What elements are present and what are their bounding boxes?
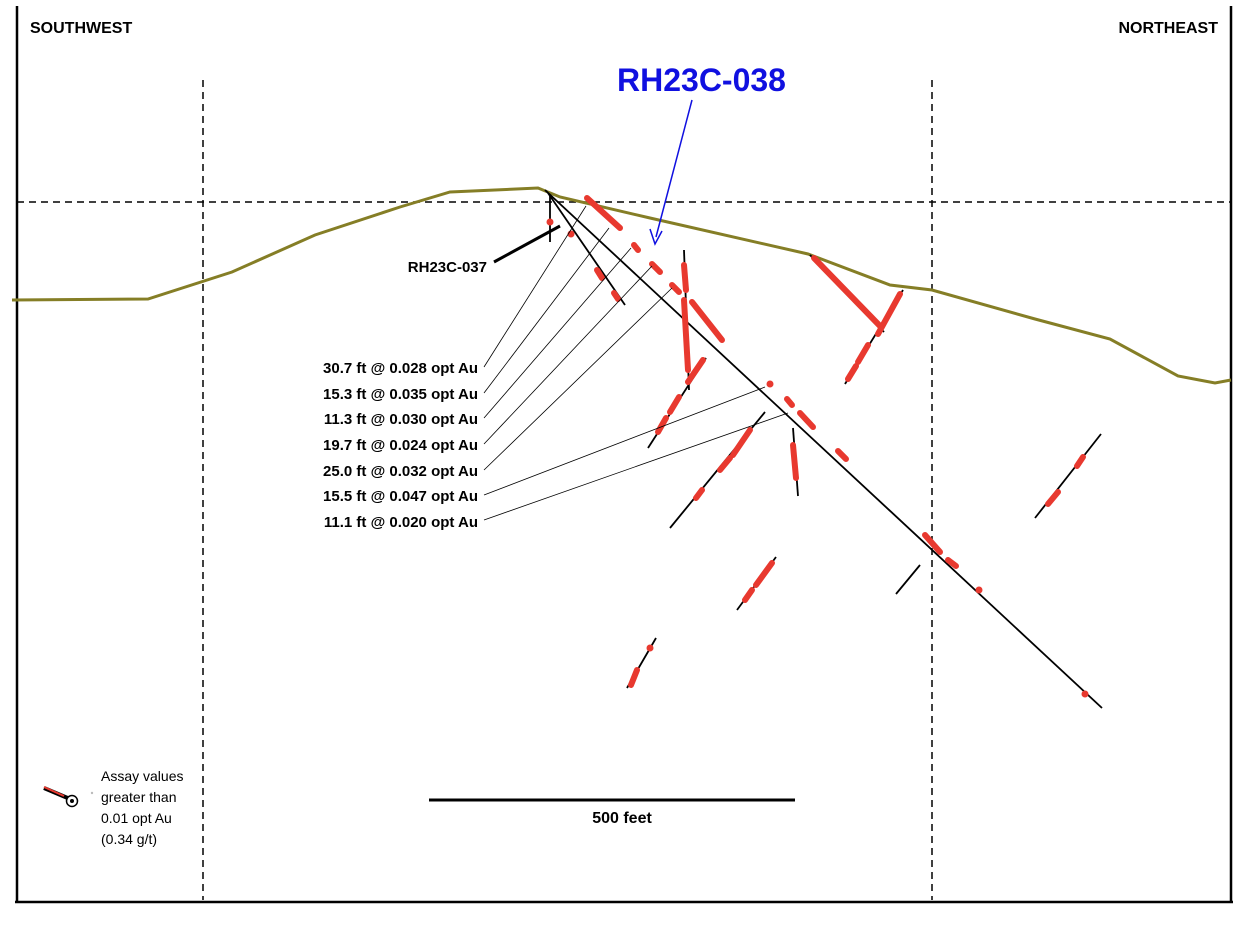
scale-bar-label: 500 feet xyxy=(592,810,652,827)
assay-interval xyxy=(945,557,959,569)
assay-interval xyxy=(790,442,799,481)
assay-interval xyxy=(797,410,816,430)
target-hole-label: RH23C-038 xyxy=(617,62,786,98)
reference-hole-label: RH23C-037 xyxy=(408,259,487,276)
drillhole-trace xyxy=(1034,433,1102,519)
scale-bar: 500 feet xyxy=(429,798,795,827)
assay-interval xyxy=(594,267,605,281)
assay-interval xyxy=(611,290,621,302)
intercept-leader-lines xyxy=(483,205,789,521)
assay-interval xyxy=(681,297,691,373)
intercept-label: 11.3 ft @ 0.030 opt Au xyxy=(324,411,478,428)
legend-text-line: greater than xyxy=(101,789,177,805)
assay-interval xyxy=(649,261,663,275)
legend: Assay values greater than 0.01 opt Au (0… xyxy=(43,768,183,847)
drillhole-trace xyxy=(895,564,921,595)
section-frame xyxy=(15,6,1233,904)
assay-point xyxy=(646,644,654,652)
assay-interval xyxy=(667,394,682,415)
assay-interval xyxy=(835,448,849,462)
assay-interval xyxy=(730,427,753,458)
intercept-label: 15.3 ft @ 0.035 opt Au xyxy=(323,386,478,403)
assay-interval xyxy=(784,396,795,408)
assay-interval xyxy=(855,342,871,365)
topographic-surface xyxy=(11,186,1232,385)
assay-interval xyxy=(693,487,705,501)
assay-point xyxy=(546,218,554,226)
direction-label-northeast: NORTHEAST xyxy=(1118,20,1218,37)
assay-interval xyxy=(685,357,706,385)
assay-interval xyxy=(584,195,623,231)
assay-intervals xyxy=(546,195,1089,698)
assay-interval xyxy=(1074,454,1086,469)
assay-interval xyxy=(922,532,943,555)
drillhole-assay-symbol-icon xyxy=(43,786,94,808)
assay-interval xyxy=(681,262,689,293)
assay-interval xyxy=(655,415,669,435)
intercept-label: 15.5 ft @ 0.047 opt Au xyxy=(323,488,478,505)
assay-point xyxy=(766,380,774,388)
assay-point xyxy=(975,586,983,594)
drillhole-rh23c-037-trace xyxy=(547,192,626,306)
rh23c-038-arrow xyxy=(649,99,693,246)
assay-interval xyxy=(689,299,725,343)
assay-interval xyxy=(742,587,755,603)
legend-text-line: Assay values xyxy=(101,768,183,784)
assay-interval xyxy=(717,455,733,473)
assay-interval xyxy=(845,363,859,382)
assay-interval xyxy=(631,242,641,253)
intercept-label: 11.1 ft @ 0.020 opt Au xyxy=(324,514,478,531)
intercept-labels: 30.7 ft @ 0.028 opt Au 15.3 ft @ 0.035 o… xyxy=(323,360,478,531)
assay-interval xyxy=(628,667,640,688)
direction-label-southwest: SOUTHWEST xyxy=(30,20,132,37)
drillhole-rh23c-038-trace xyxy=(544,189,1103,709)
assay-interval xyxy=(669,282,682,295)
legend-text-line: 0.01 opt Au xyxy=(101,810,172,826)
intercept-label: 30.7 ft @ 0.028 opt Au xyxy=(323,360,478,377)
arrow-head-icon xyxy=(649,228,663,246)
assay-interval xyxy=(875,291,903,337)
assay-interval xyxy=(811,255,883,329)
intercept-label: 25.0 ft @ 0.032 opt Au xyxy=(323,463,478,480)
legend-text-line: (0.34 g/t) xyxy=(101,831,157,847)
section-window-lines xyxy=(17,80,1231,900)
rh23c-037-pointer xyxy=(493,224,561,264)
assay-interval xyxy=(753,560,775,588)
assay-point xyxy=(1081,690,1089,698)
intercept-label: 19.7 ft @ 0.024 opt Au xyxy=(323,437,478,454)
assay-interval xyxy=(1045,489,1061,507)
